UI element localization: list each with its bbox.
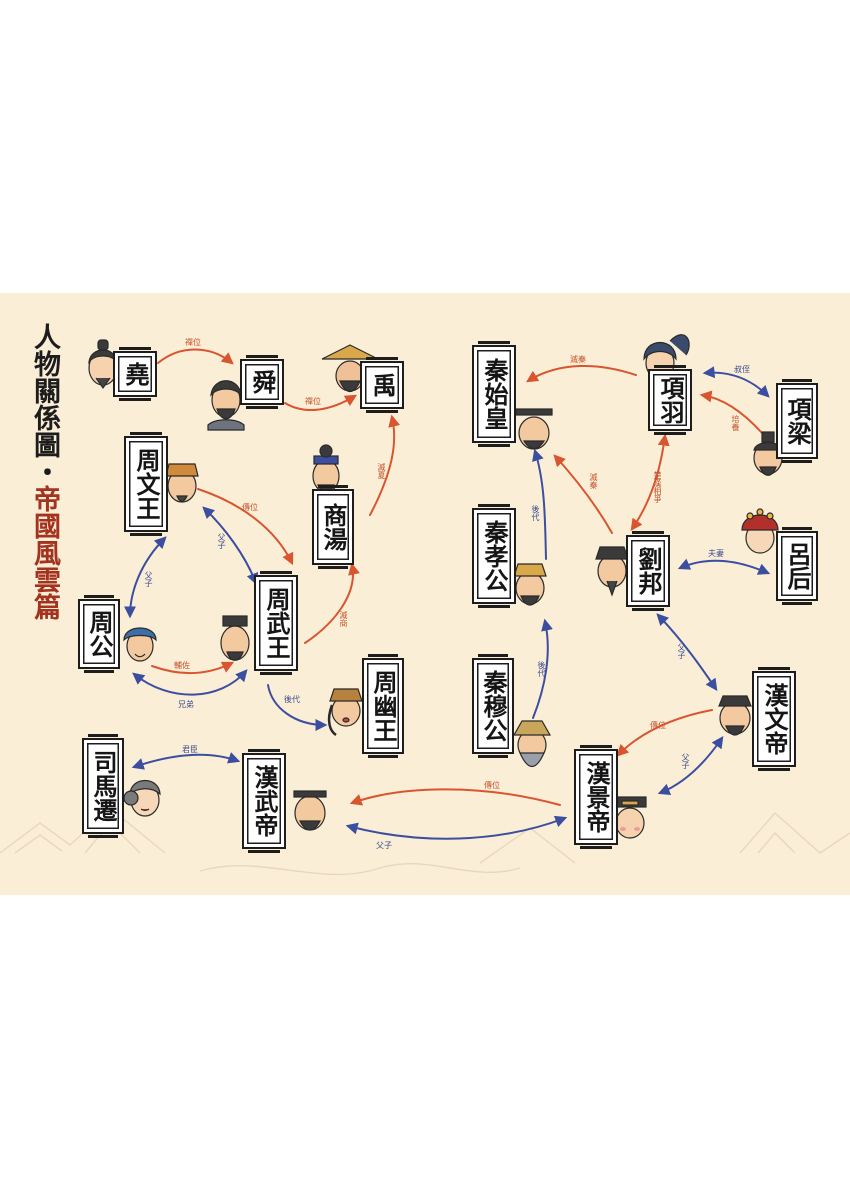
card-zhou-gong: 周公 (78, 595, 120, 673)
label-lb-lv: 夫妻 (708, 549, 724, 558)
label-wu-you: 後代 (284, 695, 300, 704)
label-tang-yu: 滅夏 (377, 463, 386, 479)
label-mu-xiao: 後代 (537, 661, 546, 677)
label-jing-wu-family: 父子 (376, 841, 392, 850)
label-yao-shun: 禪位 (185, 338, 201, 347)
arrow-wen-wu (197, 488, 294, 566)
card-sima-qian: 司馬遷 (82, 734, 124, 838)
arrow-xl-xy (702, 366, 770, 398)
label-jing-wu: 傳位 (484, 781, 500, 790)
relationship-board: 人物關係圖・帝國風雲篇 堯 舜 禹 商湯 周文王 周武王 周公 周幽王 司馬遷 … (0, 293, 850, 895)
face-zhou-wen-wang (165, 463, 199, 503)
arrow-wen-gong (124, 536, 167, 619)
label-wen-wu: 傳位 (242, 503, 258, 512)
card-yao: 堯 (113, 347, 157, 401)
card-qin-shi-huang: 秦始皇 (472, 341, 516, 447)
card-zhou-wu-wang: 周武王 (254, 571, 298, 675)
arrow-wen-wu-family (202, 506, 259, 586)
label-wen-gong: 父子 (144, 571, 153, 587)
card-shun: 舜 (240, 355, 284, 409)
arrow-wu-you (267, 684, 328, 731)
arrow-lb-shi (553, 454, 613, 534)
label-wen-jing-family: 父子 (681, 753, 690, 769)
label-xiao-shi: 後代 (531, 505, 540, 521)
arrow-gong-wu (151, 661, 235, 675)
arrow-mu-xiao (532, 618, 553, 719)
card-yu: 禹 (360, 357, 404, 413)
label-xy-lb: 楚漢相爭 (653, 471, 662, 503)
page-title: 人物關係圖・帝國風雲篇 (28, 323, 60, 620)
label-sima-han: 君臣 (182, 745, 198, 754)
card-lv-hou: 呂后 (776, 527, 818, 605)
face-han-jing-di (613, 796, 647, 839)
arrow-xl-xy2 (699, 390, 763, 434)
face-han-wen-di (718, 695, 752, 736)
card-han-wen-di: 漢文帝 (752, 667, 796, 771)
arrow-wen-jing-family (657, 736, 724, 796)
arrow-tang-yu (369, 414, 401, 516)
arrow-shun-yu (284, 394, 358, 411)
face-zhou-gong (123, 627, 157, 662)
title-line1: 人物關係圖 (29, 323, 60, 458)
arrow-wen-jing (616, 709, 713, 757)
face-qin-mu-gong (512, 720, 552, 768)
arrow-sima-han (131, 752, 241, 770)
face-shun (207, 380, 245, 431)
face-qin-xiao-gong (513, 563, 547, 606)
label-gong-wu: 輔佐 (174, 661, 190, 670)
arrow-lb-wen (656, 613, 718, 691)
label-wu-tang: 滅商 (339, 611, 348, 627)
label-lb-wen: 父子 (677, 643, 686, 659)
relationship-arrows (0, 334, 850, 876)
arrow-xy-lb (630, 433, 670, 531)
card-qin-xiao-gong: 秦孝公 (472, 504, 516, 608)
label-xl-xy2: 培養 (731, 415, 740, 431)
face-han-wu-di (293, 790, 327, 831)
card-zhou-you-wang: 周幽王 (362, 654, 404, 758)
face-zhou-you-wang (327, 688, 363, 737)
face-lv-hou (741, 508, 779, 554)
label-xy-shi: 滅秦 (570, 355, 586, 364)
arrow-jing-wu-family (345, 815, 568, 840)
arrow-yao-shun (157, 348, 234, 365)
arrow-gong-wu-family (132, 669, 248, 696)
arrow-wu-tang (304, 562, 360, 644)
faces (88, 334, 783, 839)
face-yao (88, 339, 118, 390)
title-line2: 帝國風雲篇 (29, 485, 60, 620)
arrow-xy-shi (525, 364, 637, 383)
arrow-xiao-shi (532, 448, 547, 560)
card-han-jing-di: 漢景帝 (574, 745, 618, 849)
card-han-wu-di: 漢武帝 (242, 749, 286, 853)
label-wen-wu-family: 父子 (217, 533, 226, 549)
face-sima-qian (123, 780, 161, 817)
face-liu-bang (595, 546, 629, 597)
label-lb-shi: 滅秦 (589, 473, 598, 489)
face-qin-shi-huang (515, 408, 553, 450)
label-shun-yu: 禪位 (305, 397, 321, 406)
arrow-lb-lv (677, 558, 771, 575)
card-liu-bang: 劉邦 (626, 531, 670, 611)
label-gong-wu-family: 兄弟 (178, 700, 194, 709)
card-qin-mu-gong: 秦穆公 (472, 654, 514, 758)
arrow-jing-wu (349, 788, 561, 806)
label-xl-xy: 叔侄 (734, 365, 750, 374)
title-dot: ・ (29, 458, 60, 485)
card-xiang-yu: 項羽 (648, 365, 692, 435)
card-xiang-liang: 項梁 (776, 379, 818, 463)
card-zhou-wen-wang: 周文王 (124, 432, 168, 536)
label-wen-jing: 傳位 (650, 721, 666, 730)
face-yu (321, 344, 379, 393)
face-zhou-wu-wang (220, 615, 250, 661)
mountain-decoration (0, 807, 850, 876)
card-shang-tang: 商湯 (312, 485, 354, 569)
